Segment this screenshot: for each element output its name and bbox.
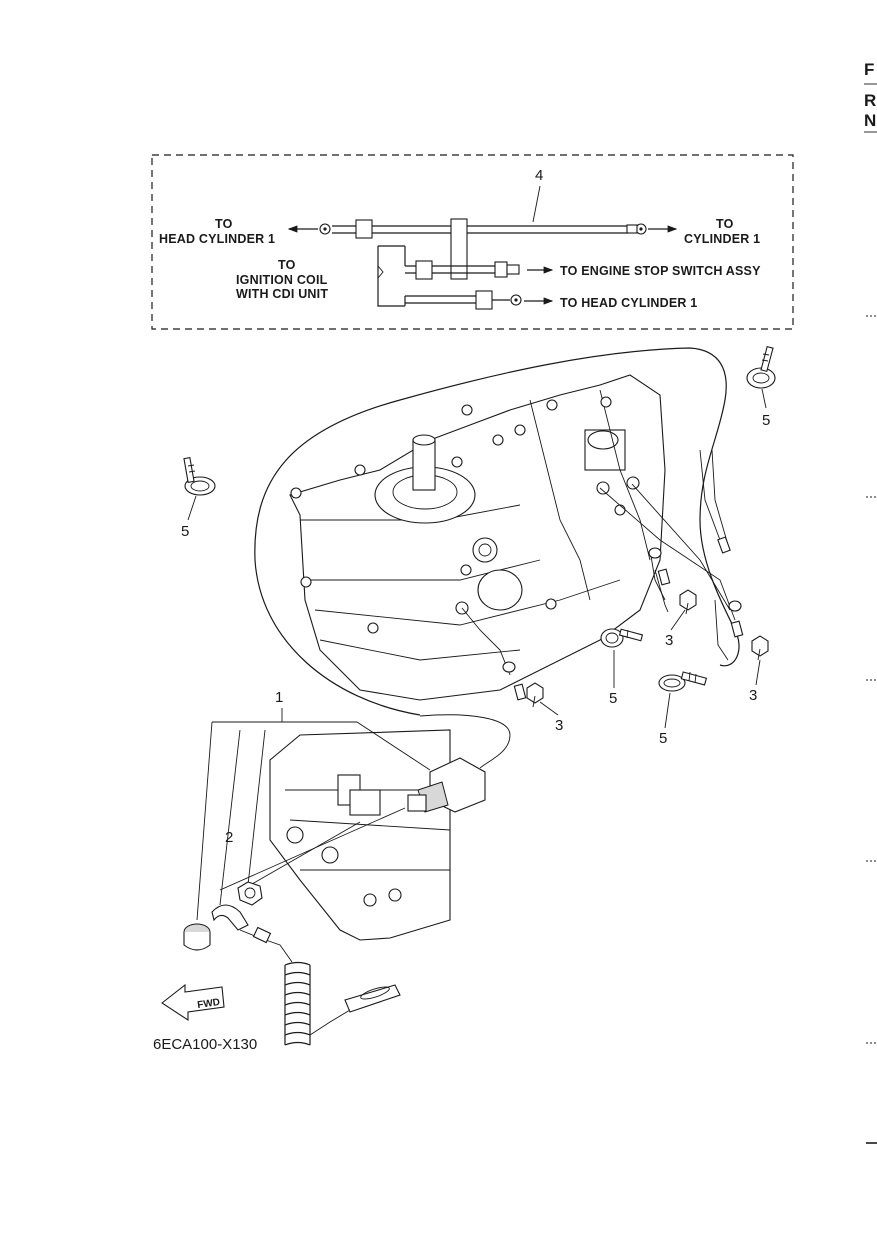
bolt [679, 589, 697, 615]
cable-clamp [600, 628, 644, 648]
lanyard-clip [211, 904, 249, 931]
fwd-label: FWD [197, 997, 221, 1011]
side-tab-r: R [864, 91, 876, 110]
stop-switch-assy [219, 714, 511, 891]
engine-block [254, 347, 740, 716]
side-tab-f: F [864, 60, 874, 79]
connector [355, 219, 373, 239]
bolt [526, 682, 544, 708]
callout-2: 2 [225, 829, 233, 846]
callout-5a: 5 [181, 523, 189, 540]
label-ign-coil: IGNITION COIL [236, 273, 328, 287]
bolt [751, 635, 769, 661]
lower-housing [269, 729, 451, 941]
callout-3c: 3 [555, 717, 563, 734]
callout-3a: 3 [665, 632, 673, 649]
label-ign-to: TO [278, 258, 296, 272]
wiring-inset: 4 TO H [151, 154, 794, 330]
side-tab: F R N [864, 60, 877, 1144]
callout-1: 1 [275, 689, 283, 706]
ground-wires [461, 449, 744, 701]
harness-clamp [450, 218, 468, 280]
cable-clamp [183, 457, 216, 496]
callout-4: 4 [535, 167, 543, 184]
label-cyl: CYLINDER 1 [684, 232, 760, 246]
callout-3b: 3 [749, 687, 757, 704]
label-head-cyl-2: TO HEAD CYLINDER 1 [560, 296, 697, 310]
callout-5b: 5 [762, 412, 770, 429]
label-stop-switch: TO ENGINE STOP SWITCH ASSY [560, 264, 761, 278]
switch-cap [183, 923, 211, 951]
fwd-arrow-icon: FWD [161, 983, 225, 1022]
label-cyl-to: TO [716, 217, 734, 231]
callout-5d: 5 [659, 730, 667, 747]
cable-clamp [658, 671, 708, 692]
lanyard-coil [239, 926, 401, 1046]
inset-frame [151, 154, 794, 330]
cable-clamp [746, 345, 776, 389]
callout-5c: 5 [609, 690, 617, 707]
locknut [237, 881, 263, 906]
side-tab-n: N [864, 111, 876, 130]
label-head-cyl: HEAD CYLINDER 1 [159, 232, 275, 246]
drawing-code: 6ECA100-X130 [153, 1036, 257, 1053]
label-ign-cdi: WITH CDI UNIT [236, 287, 328, 301]
label-head-cyl-to: TO [215, 217, 233, 231]
